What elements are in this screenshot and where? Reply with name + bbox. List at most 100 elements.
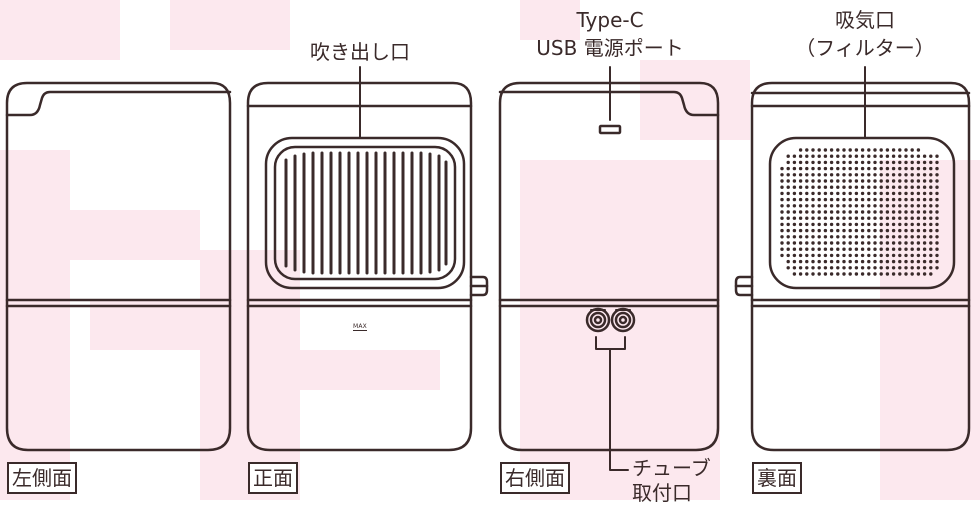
perforation-dot: [811, 241, 815, 245]
perforation-dot: [898, 235, 902, 239]
perforation-dot: [891, 253, 896, 258]
perforation-dot: [854, 259, 859, 264]
perforation-dot: [910, 154, 914, 158]
perforation-dot: [780, 228, 784, 233]
perforation-dot: [922, 173, 927, 177]
perforation-dot: [829, 204, 834, 208]
perforation-dot: [829, 185, 834, 189]
perforation-dot: [786, 185, 790, 189]
perforation-dot: [780, 173, 784, 177]
perforation-dot: [916, 197, 921, 202]
perforation-dot: [867, 160, 871, 165]
perforation-dot: [817, 154, 821, 158]
perforation-dot: [798, 173, 803, 177]
perforation-dot: [910, 272, 914, 276]
usb-port-callout: Type-C USB 電源ポート: [520, 8, 700, 60]
perforation-dot: [842, 247, 846, 251]
perforation-dot: [916, 185, 921, 189]
perforation-dot: [891, 179, 896, 183]
perforation-dot: [922, 216, 927, 220]
perforation-dot: [842, 160, 846, 165]
right-side-device: [498, 66, 720, 452]
perforation-dot: [891, 148, 896, 152]
perforation-dot: [829, 266, 834, 270]
perforation-dot: [805, 216, 809, 220]
perforation-dot: [885, 210, 890, 214]
perforation-dot: [798, 166, 803, 171]
perforation-dot: [848, 210, 852, 214]
perforation-dot: [910, 173, 914, 177]
perforation-dot: [885, 173, 890, 177]
perforation-dot: [922, 235, 927, 239]
perforation-dot: [848, 197, 852, 202]
perforation-dot: [854, 210, 859, 214]
perforation-dot: [817, 228, 821, 233]
perforation-dot: [829, 210, 834, 214]
perforation-dot: [823, 166, 828, 171]
perforation-dot: [798, 216, 803, 220]
perforation-dot: [904, 204, 908, 208]
perforation-dot: [780, 216, 784, 220]
perforation-dot: [786, 173, 790, 177]
perforation-dot: [860, 160, 865, 165]
perforation-dot: [935, 191, 939, 196]
perforation-dot: [935, 266, 939, 270]
perforation-dot: [910, 160, 914, 165]
perforation-dot: [829, 235, 834, 239]
perforation-dot: [836, 266, 840, 270]
perforation-dot: [860, 247, 865, 251]
perforation-dot: [842, 148, 846, 152]
perforation-dot: [929, 259, 933, 264]
perforation-dot: [848, 216, 852, 220]
perforation-dot: [805, 204, 809, 208]
perforation-dot: [891, 160, 896, 165]
perforation-dot: [829, 154, 834, 158]
perforation-dot: [836, 241, 840, 245]
perforation-dot: [798, 148, 803, 152]
perforation-dot: [904, 197, 908, 202]
perforation-dot: [885, 253, 890, 258]
perforation-dot: [935, 259, 939, 264]
perforation-dot: [910, 247, 914, 251]
perforation-dot: [823, 210, 828, 214]
perforation-dot: [891, 204, 896, 208]
perforation-dot: [817, 173, 821, 177]
perforation-dot: [885, 179, 890, 183]
perforation-dot: [873, 154, 877, 158]
perforation-dot: [829, 253, 834, 258]
perforation-dot: [898, 179, 902, 183]
perforation-dot: [848, 259, 852, 264]
perforation-dot: [898, 154, 902, 158]
perforation-dot: [879, 160, 883, 165]
perforation-dot: [786, 222, 790, 227]
perforation-dot: [867, 216, 871, 220]
perforation-dot: [836, 185, 840, 189]
perforation-dot: [910, 222, 914, 227]
perforation-dot: [836, 210, 840, 214]
perforation-dot: [805, 247, 809, 251]
perforation-dot: [904, 210, 908, 214]
perforation-dot: [885, 148, 890, 152]
perforation-dot: [792, 272, 797, 276]
perforation-dot: [798, 210, 803, 214]
perforation-dot: [873, 259, 877, 264]
perforation-dot: [935, 235, 939, 239]
perforation-dot: [836, 216, 840, 220]
perforation-dot: [848, 228, 852, 233]
perforation-dot: [860, 241, 865, 245]
perforation-dot: [786, 204, 790, 208]
perforation-dot: [867, 266, 871, 270]
perforation-dot: [798, 154, 803, 158]
perforation-dot: [842, 204, 846, 208]
perforation-dot: [910, 259, 914, 264]
perforation-dot: [867, 154, 871, 158]
perforation-dot: [836, 160, 840, 165]
perforation-dot: [898, 204, 902, 208]
perforation-dot: [867, 204, 871, 208]
perforation-dot: [817, 222, 821, 227]
perforation-dot: [848, 185, 852, 189]
perforation-dot: [811, 222, 815, 227]
perforation-dot: [898, 148, 902, 152]
perforation-dot: [885, 216, 890, 220]
perforation-dot: [929, 166, 933, 171]
